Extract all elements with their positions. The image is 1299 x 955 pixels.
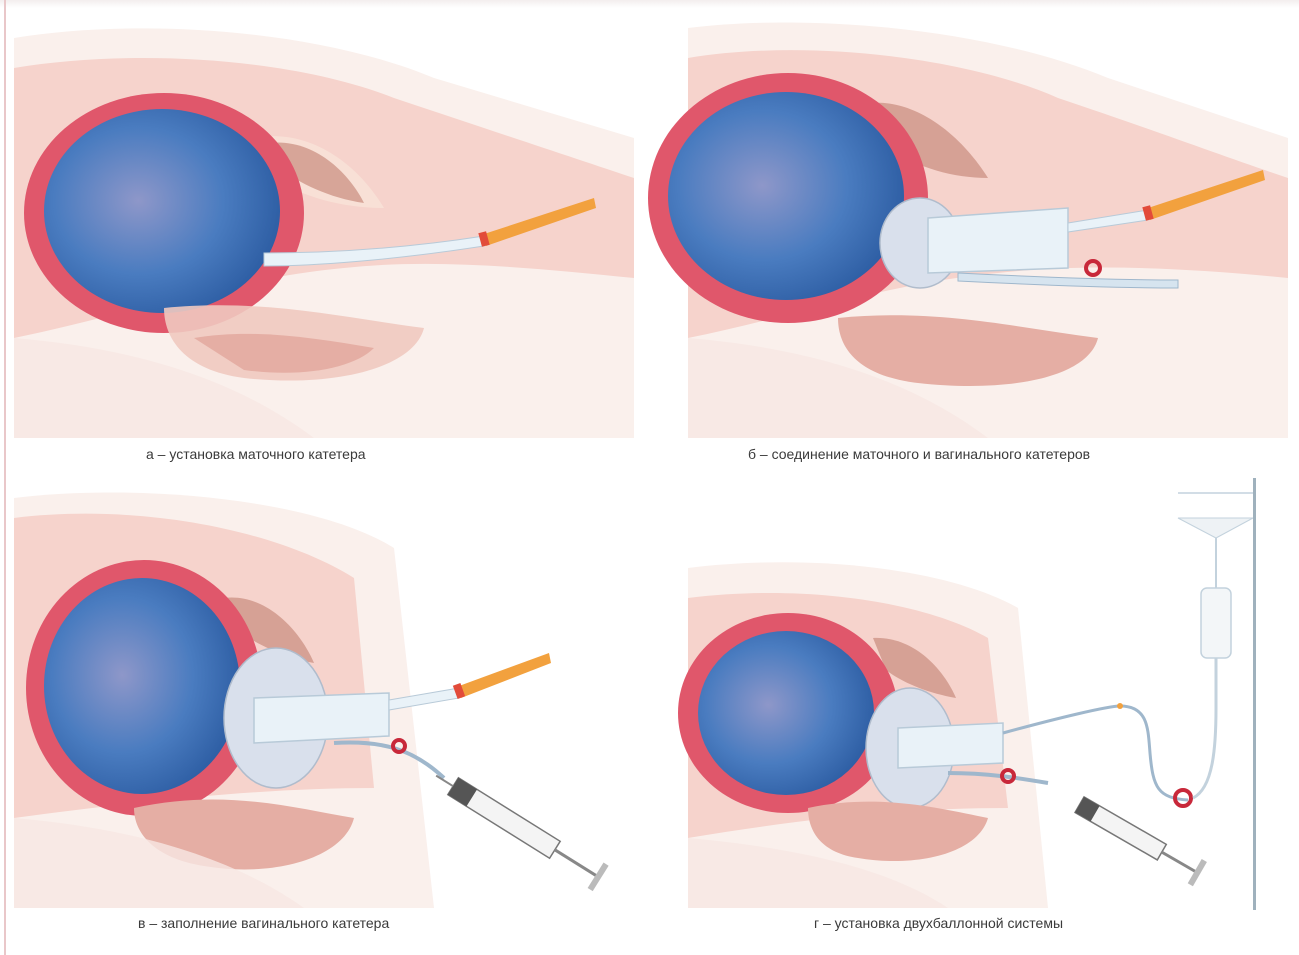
illustration-connection [688, 18, 1288, 438]
illustration-double-balloon-system [688, 488, 1288, 908]
fluid-balloon [698, 631, 874, 795]
panel-a: а – установка маточного катетера [14, 18, 634, 438]
panel-d: г – установка двухбаллонной системы [688, 488, 1288, 908]
connector-body [928, 208, 1068, 273]
top-scan-edge [0, 0, 1299, 8]
caption-panel-b: б – соединение маточного и вагинального … [748, 446, 1090, 462]
fluid-balloon [44, 578, 240, 794]
illustration-fill-vaginal [14, 488, 634, 908]
iv-stand [1253, 478, 1256, 910]
caption-panel-a: а – установка маточного катетера [146, 446, 366, 462]
syringe-icon [428, 763, 608, 891]
fluid-balloon [668, 92, 904, 300]
caption-panel-d: г – установка двухбаллонной системы [814, 915, 1063, 931]
illustration-uterine-catheter [14, 18, 634, 438]
panel-b: б – соединение маточного и вагинального … [688, 18, 1288, 438]
connector-body [254, 693, 389, 743]
drip-chamber [1201, 588, 1231, 658]
caption-panel-c: в – заполнение вагинального катетера [138, 915, 389, 931]
left-scan-edge [4, 0, 6, 955]
panel-c: в – заполнение вагинального катетера [14, 488, 634, 908]
fluid-balloon [44, 109, 280, 313]
connector-body [898, 723, 1003, 768]
catheter-tip [459, 653, 551, 698]
